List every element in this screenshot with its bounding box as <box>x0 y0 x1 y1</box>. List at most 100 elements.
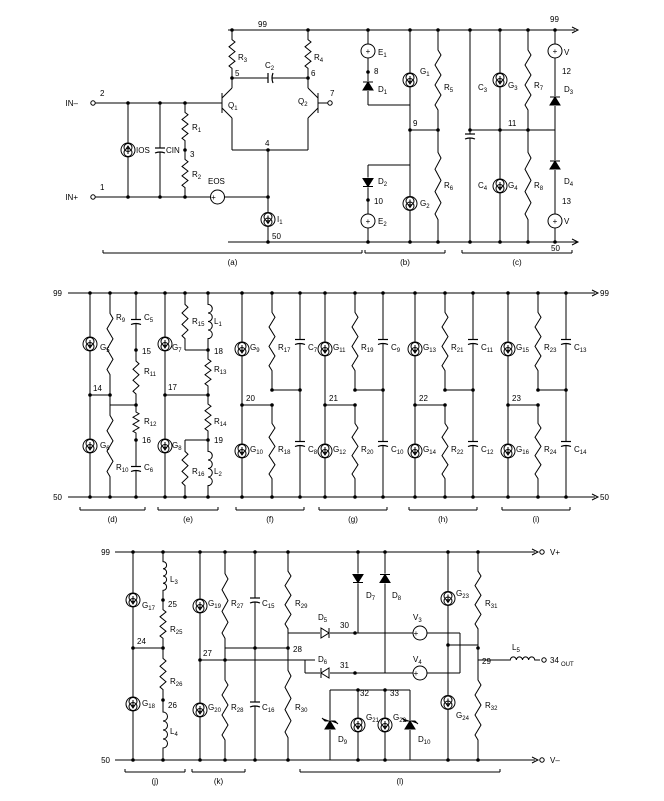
e2-source <box>360 213 376 229</box>
junction-dot <box>356 758 360 762</box>
c9-capacitor-plate <box>377 342 389 346</box>
plus-icon: + <box>414 669 419 678</box>
r8-resistor <box>524 130 532 242</box>
arrow-icon <box>445 594 451 604</box>
component-label: L4 <box>170 727 178 738</box>
arrow-icon <box>571 26 580 34</box>
junction-dot <box>498 28 502 32</box>
terminal <box>90 100 96 106</box>
caption: (k) <box>214 777 224 786</box>
junction-dot <box>446 550 450 554</box>
e1-source <box>360 43 376 59</box>
arrow-icon <box>412 345 418 354</box>
component-label: Q1 <box>228 101 238 112</box>
cin-label: CIN <box>166 146 180 155</box>
component-label: G20 <box>208 703 222 714</box>
caption: (l) <box>396 777 403 786</box>
component-label: G7 <box>172 343 182 354</box>
circuit-components: +++++++ <box>82 26 600 764</box>
d10-zener <box>401 717 419 730</box>
junction-dot <box>381 388 385 392</box>
junction-dot <box>134 291 138 295</box>
arrow-icon <box>130 700 136 709</box>
node-label: 21 <box>329 394 338 403</box>
r6-resistor <box>434 130 442 242</box>
component-label: R31 <box>485 599 498 610</box>
caption: (f) <box>266 515 274 524</box>
component-label: G19 <box>208 599 222 610</box>
l1-inductor <box>207 293 213 350</box>
junction-dot <box>413 495 417 499</box>
node-label: 4 <box>265 139 270 148</box>
node-label: 26 <box>168 701 177 710</box>
arrow-icon <box>322 345 328 354</box>
r24-resistor <box>534 405 542 497</box>
component-label: G24 <box>456 711 470 722</box>
component-label: G6 <box>100 441 110 452</box>
c10-capacitor-plate <box>377 444 389 448</box>
r1-resistor <box>181 103 189 150</box>
l5-inductor <box>505 656 540 661</box>
arrow-icon <box>531 548 540 556</box>
component-label: R20 <box>361 445 374 456</box>
component-label: G21 <box>366 713 380 724</box>
component-label: D8 <box>392 591 402 602</box>
r17-resistor <box>268 293 276 390</box>
component-label: C5 <box>144 313 154 324</box>
component-label: G9 <box>250 343 260 354</box>
junction-dot <box>88 291 92 295</box>
component-label: D3 <box>564 85 574 96</box>
r14-resistor <box>204 395 212 440</box>
d5-diode <box>320 627 330 639</box>
component-label: D4 <box>564 177 574 188</box>
component-label: D6 <box>318 655 328 666</box>
arrow-icon <box>407 76 413 85</box>
component-label: R8 <box>534 181 544 192</box>
arrow-icon <box>239 345 245 354</box>
rail-label: 50 <box>53 493 62 502</box>
component-label: D10 <box>418 735 431 746</box>
component-label: G18 <box>142 699 156 710</box>
arrow-icon <box>591 493 600 501</box>
r31-resistor <box>474 552 482 648</box>
plus-icon: + <box>553 47 558 56</box>
component-label: D7 <box>366 591 376 602</box>
component-label: R27 <box>231 599 244 610</box>
ios-label: IOS <box>136 146 150 155</box>
junction-dot <box>498 240 502 244</box>
rail-label: 99 <box>101 548 110 557</box>
terminal <box>90 194 96 200</box>
d6-diode <box>320 667 330 679</box>
r16-resistor <box>181 440 189 497</box>
component-label: C3 <box>478 83 488 94</box>
component-label: D1 <box>378 85 388 96</box>
d8-diode <box>379 573 391 583</box>
component-label: R5 <box>444 83 454 94</box>
component-label: G12 <box>333 445 347 456</box>
plus-icon: + <box>211 193 216 202</box>
arrow-icon <box>87 442 93 451</box>
node-label: 2 <box>100 89 105 98</box>
junction-dot <box>498 128 502 132</box>
component-label: G16 <box>516 445 530 456</box>
junction-dot <box>564 388 568 392</box>
plus-icon: + <box>366 217 371 226</box>
wire <box>221 107 233 119</box>
r29-resistor <box>284 552 292 648</box>
r2-resistor <box>181 150 189 197</box>
caption: (h) <box>438 515 448 524</box>
component-label: L2 <box>214 467 222 478</box>
arrow-icon <box>197 706 203 715</box>
v3-source <box>412 625 428 641</box>
junction-dot <box>163 495 167 499</box>
arrow-icon <box>197 602 203 611</box>
node-label: 18 <box>214 347 223 356</box>
junction-dot <box>471 495 475 499</box>
arrow-icon <box>130 596 136 605</box>
l4-inductor <box>162 700 168 760</box>
d4-diode <box>549 160 561 170</box>
r32-resistor <box>474 660 482 760</box>
node-label: 31 <box>340 661 349 670</box>
d1-diode <box>362 81 374 91</box>
arrow-icon <box>591 289 600 297</box>
